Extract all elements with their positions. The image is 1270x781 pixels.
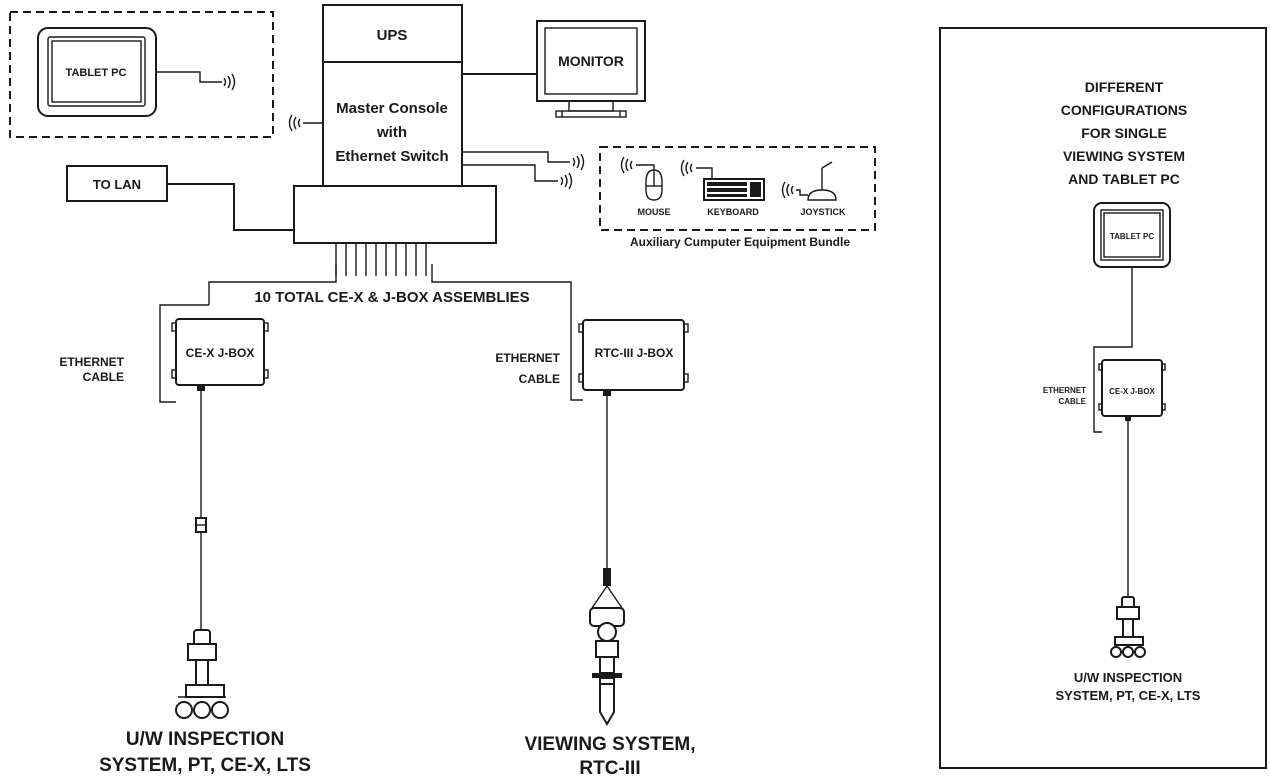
wireless-signal-icon [680,159,693,177]
master-console-label-line2: with [376,124,407,141]
rtc-iii-viewing-system-icon [589,568,625,726]
aux-bundle-caption: Auxiliary Cumputer Equipment Bundle [630,235,850,249]
master-console-box [322,61,463,187]
middle-cable-label-line1: ETHERNET [495,351,560,365]
mouse-label: MOUSE [637,207,670,217]
rtc-iii-jbox-icon [578,319,689,396]
tablet-cable [156,71,222,83]
wireless-signal-icon [781,181,794,199]
wireless-signal-icon [560,172,573,190]
middle-ethernet-cable [570,320,583,401]
aux-wireless-cable-1 [462,151,570,163]
panel-jbox-label: CE-X J-BOX [1109,387,1155,396]
left-cable-label-line1: ETHERNET [59,355,124,369]
to-lan-box [66,165,168,202]
joystick-label: JOYSTICK [800,207,846,217]
left-system-label-line2: SYSTEM, PT, CE-X, LTS [99,755,311,776]
tablet-pc-label: TABLET PC [66,67,127,79]
left-system-label-line1: U/W INSPECTION [126,729,284,750]
joystick-icon [796,161,837,201]
left-ethernet-cable [159,304,209,403]
panel-title-line3: FOR SINGLE [1081,125,1167,141]
panel-system-label-line2: SYSTEM, PT, CE-X, LTS [1056,688,1201,703]
uw-inspection-vehicle-icon [175,629,229,719]
wireless-signal-icon [288,114,301,132]
left-cable-label-line2: CABLE [83,370,124,384]
ethernet-switch-base [293,185,497,244]
monitor-label: MONITOR [558,53,624,69]
panel-ethernet-cable [1093,267,1133,433]
ups-label: UPS [377,27,408,44]
panel-cable-label-line2: CABLE [1058,397,1086,406]
wireless-signal-icon [620,156,633,174]
aux-bundle-dashed-frame [599,146,876,231]
panel-cable-label-line1: ETHERNET [1043,386,1086,395]
keyboard-label: KEYBOARD [707,207,759,217]
ce-x-jbox-icon [171,318,269,391]
tablet-pc-icon [1093,202,1171,268]
monitor-icon [536,20,646,118]
ups-box [322,4,463,63]
wireless-signal-icon [572,153,585,171]
switch-cable-bundle [335,243,427,276]
left-branch-cable-run [208,264,337,305]
panel-title-line4: VIEWING SYSTEM [1063,148,1185,164]
middle-cable-label-line2: CABLE [519,372,560,386]
panel-title-line2: CONFIGURATIONS [1061,102,1188,118]
tablet-pc-icon [37,27,157,117]
uw-inspection-vehicle-icon [1110,596,1146,658]
master-console-label-line3: Ethernet Switch [335,148,448,165]
middle-jbox-label: RTC-III J-BOX [595,346,674,360]
lan-cable [167,183,294,231]
mouse-icon [636,164,663,201]
assemblies-label: 10 TOTAL CE-X & J-BOX ASSEMBLIES [254,289,529,306]
keyboard-icon [696,167,765,201]
panel-title-line1: DIFFERENT [1085,79,1164,95]
ce-x-jbox-icon [1098,359,1166,421]
master-console-label-line1: Master Console [336,100,448,117]
panel-title-line5: AND TABLET PC [1068,171,1180,187]
to-lan-label: TO LAN [93,177,141,192]
middle-branch-cable-run [431,264,572,320]
aux-wireless-cable-2 [462,164,558,182]
left-jbox-label: CE-X J-BOX [186,346,255,360]
tablet-group-dashed-frame [9,11,274,138]
middle-system-label-line1: VIEWING SYSTEM, [524,734,695,755]
panel-system-label-line1: U/W INSPECTION [1074,670,1182,685]
middle-system-label-line2: RTC-III [579,758,640,779]
panel-tablet-label: TABLET PC [1110,232,1155,241]
wireless-signal-icon [223,73,236,91]
